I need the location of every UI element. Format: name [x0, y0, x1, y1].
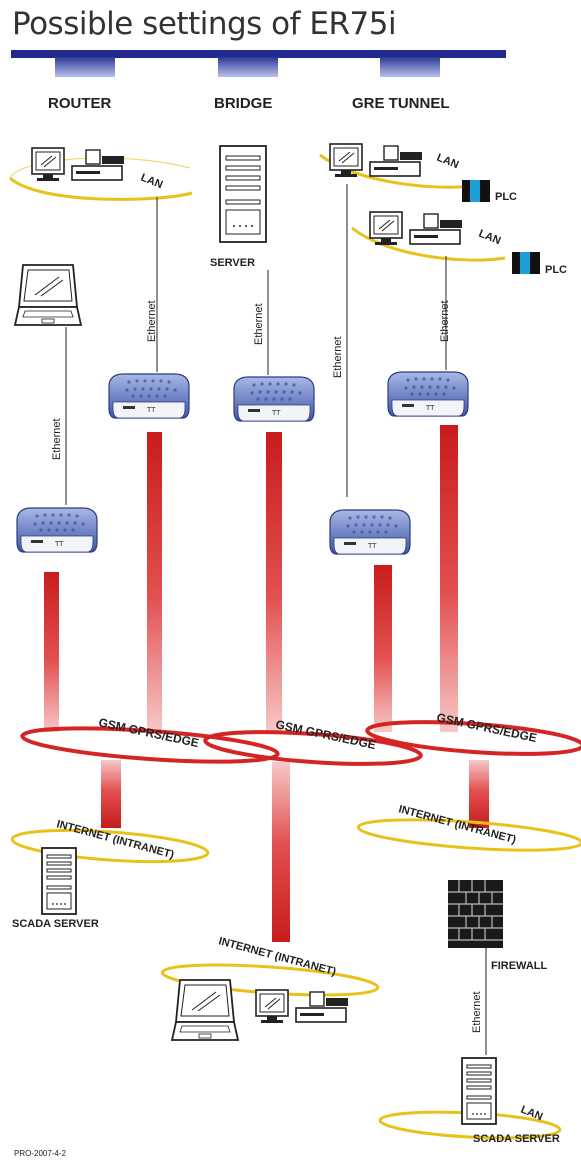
scada-server-label: SCADA SERVER [12, 918, 99, 930]
desktop-pc-icon [31, 147, 125, 182]
firewall-icon [448, 880, 503, 948]
lan-cluster-gre-2 [351, 211, 540, 274]
gsm-router-icon [108, 373, 190, 419]
ethernet-label: Ethernet [332, 336, 344, 378]
ethernet-label: Ethernet [471, 991, 483, 1033]
gsm-link [44, 572, 59, 732]
gsm-link [266, 432, 282, 732]
column-label-bridge: BRIDGE [214, 95, 272, 112]
column-label-router: ROUTER [48, 95, 112, 112]
column-label-gre: GRE TUNNEL [352, 95, 450, 112]
desktop-pc-icon [369, 211, 463, 246]
gsm-ring-router [20, 726, 280, 764]
desktop-pc-icon [329, 143, 423, 178]
laptop-icon [171, 979, 239, 1041]
plc-icon [512, 252, 540, 274]
bridge-column [160, 145, 380, 1041]
gsm-router-icon [16, 507, 98, 553]
laptop-icon [14, 264, 82, 326]
internet-link [101, 760, 121, 828]
gsm-router-icon [387, 371, 469, 417]
server-label: SERVER [210, 257, 255, 269]
plc-label: PLC [495, 191, 517, 203]
internet-link [469, 760, 489, 828]
gsm-label: GSM GPRS/EDGE [274, 717, 377, 752]
scada-server-icon [461, 1057, 497, 1125]
lan-cluster-router [8, 147, 193, 201]
ethernet-label: Ethernet [253, 303, 265, 345]
plc-label: PLC [545, 264, 567, 276]
footer-code: PRO-2007-4-2 [14, 1149, 67, 1158]
gsm-router-icon [233, 376, 315, 422]
scada-server-icon [41, 847, 77, 915]
gsm-ring-gre [365, 720, 581, 756]
gsm-router-icon [329, 509, 411, 555]
ethernet-label: Ethernet [146, 300, 158, 342]
header-bar [11, 50, 506, 77]
gsm-link [440, 425, 458, 732]
gre-column [319, 143, 581, 1140]
gsm-link [374, 565, 392, 732]
scada-server-label: SCADA SERVER [473, 1133, 560, 1145]
lan-label: LAN [139, 172, 165, 192]
plc-icon [462, 180, 490, 202]
firewall-label: FIREWALL [491, 960, 547, 972]
gsm-ring-bridge [203, 730, 423, 766]
lan-cluster-gre-1 [319, 143, 490, 202]
diagram-title: Possible settings of ER75i [12, 6, 397, 42]
router-column [8, 147, 210, 915]
server-icon [219, 145, 267, 243]
internet-ring-gre [356, 818, 581, 852]
internet-ring-router [10, 828, 210, 864]
lan-label: LAN [477, 228, 503, 248]
ethernet-label: Ethernet [51, 418, 63, 460]
internet-link [272, 762, 290, 942]
lan-label: LAN [435, 152, 461, 172]
ethernet-label: Ethernet [439, 300, 451, 342]
gsm-link [147, 432, 162, 732]
